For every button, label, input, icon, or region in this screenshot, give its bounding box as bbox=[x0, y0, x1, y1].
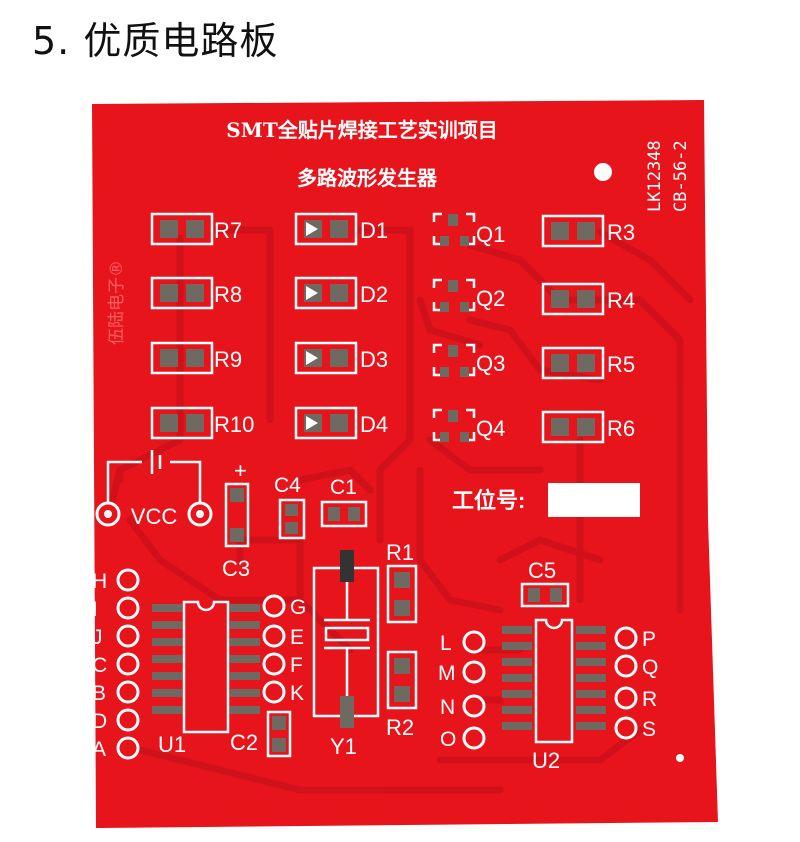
pin-a: A bbox=[92, 738, 106, 761]
transistor-column: Q1 Q2 Q3 Q4 bbox=[432, 212, 505, 442]
capacitor-c1: C1 bbox=[320, 476, 368, 528]
label-c5: C5 bbox=[528, 558, 556, 583]
pin-p: P bbox=[642, 628, 656, 651]
label-r6: R6 bbox=[607, 416, 635, 441]
pin-o: O bbox=[440, 728, 456, 751]
plus-sign: + bbox=[234, 458, 247, 483]
station-label: 工位号: bbox=[452, 488, 525, 513]
label-c2: C2 bbox=[230, 730, 258, 755]
pin-d: D bbox=[92, 710, 107, 733]
pin-e: E bbox=[290, 626, 304, 649]
capacitor-c5: C5 bbox=[520, 558, 570, 608]
header-right: P Q R S bbox=[614, 626, 658, 741]
pin-m: M bbox=[438, 662, 456, 685]
pin-r: R bbox=[642, 688, 657, 711]
header-middle: G E F K bbox=[262, 594, 306, 705]
ic-u2: U2 bbox=[502, 618, 606, 773]
station-number-field: 工位号: bbox=[452, 483, 640, 517]
capacitor-c3: + C3 bbox=[222, 458, 250, 581]
brand-watermark: 伍陆电子® bbox=[107, 260, 127, 345]
pin-g: G bbox=[290, 596, 306, 619]
label-u2: U2 bbox=[532, 748, 560, 773]
label-q2: Q2 bbox=[476, 286, 505, 311]
label-r7: R7 bbox=[214, 218, 242, 243]
pin-q: Q bbox=[642, 656, 658, 679]
pin-k: K bbox=[290, 682, 304, 705]
label-c1: C1 bbox=[330, 476, 357, 499]
diode-column: D1 D2 D3 D4 bbox=[294, 212, 388, 440]
station-blank-box bbox=[548, 483, 640, 517]
label-d1: D1 bbox=[360, 218, 388, 243]
pin-j: J bbox=[92, 626, 103, 649]
vcc-connector: VCC bbox=[95, 450, 213, 529]
label-d2: D2 bbox=[360, 282, 388, 307]
pin-h: H bbox=[92, 570, 107, 593]
label-r4: R4 bbox=[607, 288, 635, 313]
label-q3: Q3 bbox=[476, 351, 505, 376]
pin-b: B bbox=[92, 682, 106, 705]
pin-n: N bbox=[440, 696, 455, 719]
resistor-r2: R2 bbox=[386, 650, 418, 740]
pin-c: C bbox=[92, 654, 107, 677]
crystal-y1: Y1 bbox=[312, 550, 380, 759]
capacitor-c2: C2 bbox=[230, 710, 292, 758]
board-code-2: CB-56-2 bbox=[671, 140, 691, 212]
label-r3: R3 bbox=[607, 220, 635, 245]
label-r5: R5 bbox=[607, 352, 635, 377]
label-c3: C3 bbox=[222, 556, 250, 581]
pin-l: L bbox=[440, 632, 452, 655]
ic-u1: U1 bbox=[152, 600, 260, 757]
label-r10: R10 bbox=[214, 412, 254, 437]
pin-s: S bbox=[642, 718, 656, 741]
pin-f: F bbox=[290, 654, 303, 677]
vcc-label: VCC bbox=[131, 504, 178, 529]
resistor-column-right: R3 R4 R5 R6 bbox=[541, 214, 635, 444]
board-subtitle: 多路波形发生器 bbox=[297, 166, 438, 190]
board-code: LK12348 bbox=[645, 140, 665, 212]
label-d3: D3 bbox=[360, 347, 388, 372]
mount-hole bbox=[594, 163, 612, 181]
resistor-column-left: R7 R8 R9 R10 bbox=[150, 212, 254, 440]
label-r8: R8 bbox=[214, 282, 242, 307]
label-q4: Q4 bbox=[476, 416, 505, 441]
label-d4: D4 bbox=[360, 412, 388, 437]
capacitor-c4: C4 bbox=[274, 474, 306, 540]
pin-i: I bbox=[92, 598, 98, 621]
pcb-traces bbox=[106, 226, 694, 794]
page-title: 5. 优质电路板 bbox=[32, 19, 279, 63]
label-y1: Y1 bbox=[330, 734, 357, 759]
label-r2: R2 bbox=[386, 715, 414, 740]
header-left: H I J C B D A bbox=[92, 568, 140, 761]
label-q1: Q1 bbox=[476, 222, 505, 247]
label-r1: R1 bbox=[386, 540, 414, 565]
label-u1: U1 bbox=[158, 732, 186, 757]
resistor-r1: R1 bbox=[386, 540, 418, 624]
header-center: L M N O bbox=[438, 630, 486, 751]
board-title: SMT全贴片焊接工艺实训项目 bbox=[226, 118, 497, 142]
fiducial bbox=[676, 754, 684, 762]
label-r9: R9 bbox=[214, 347, 242, 372]
label-c4: C4 bbox=[274, 474, 301, 497]
